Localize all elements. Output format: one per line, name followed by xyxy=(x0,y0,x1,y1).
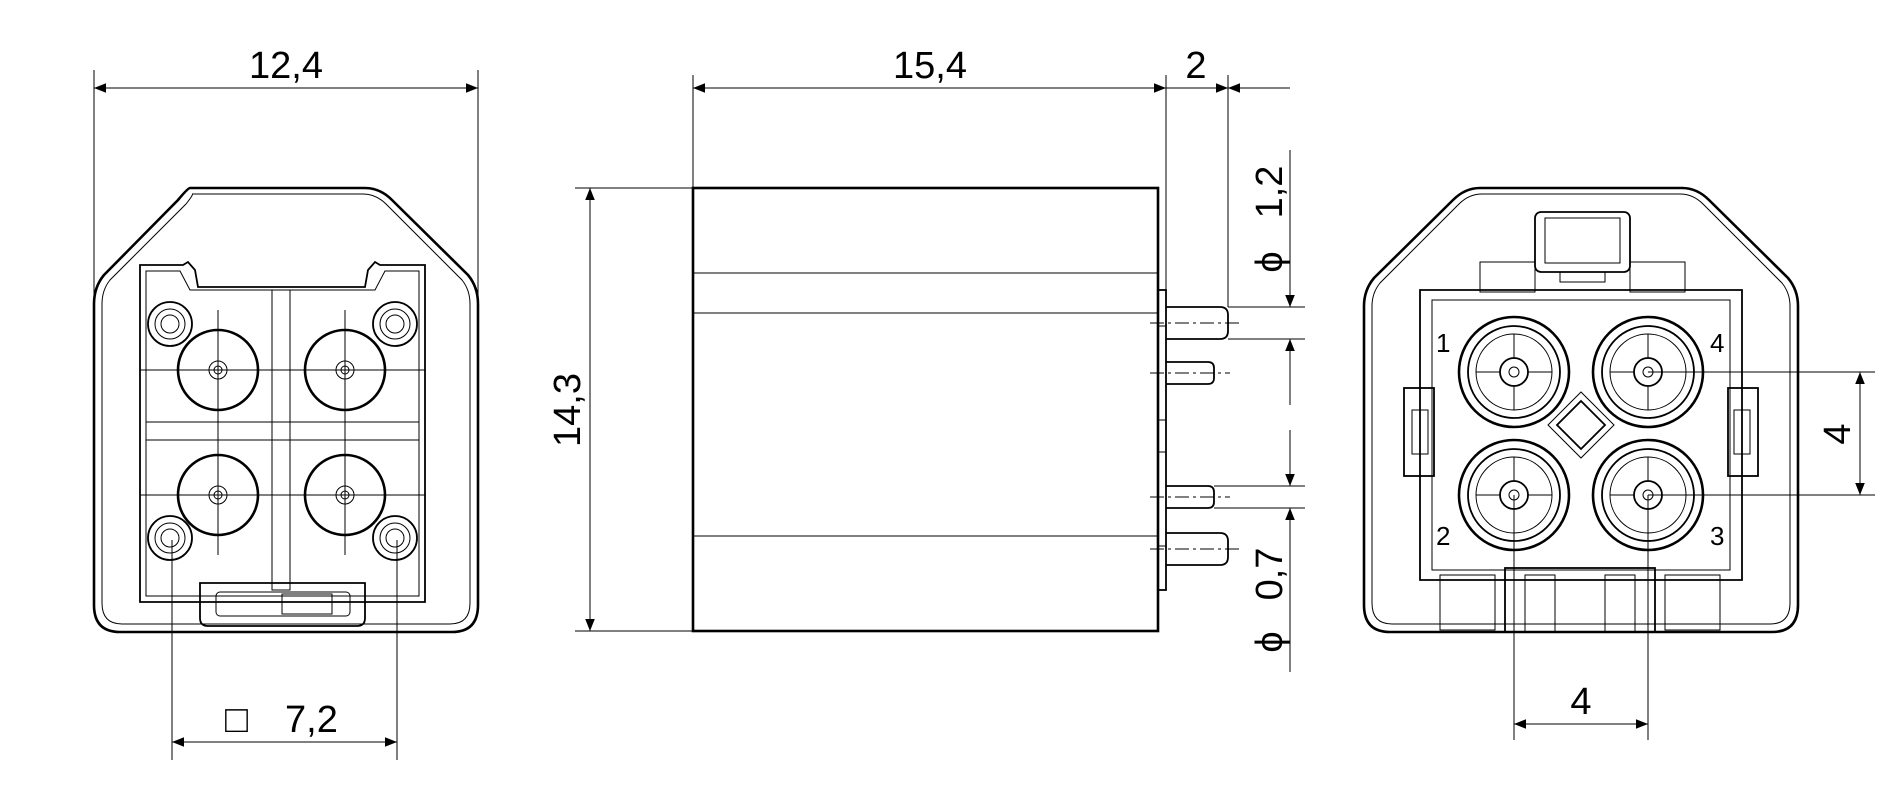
body-height-label: 14,3 xyxy=(547,373,589,447)
dimension-body-height: 14,3 xyxy=(547,187,693,632)
square-symbol: □ xyxy=(225,699,248,741)
dimension-body-length: 15,4 xyxy=(692,45,1167,290)
rear-view: 1 2 3 4 4 4 xyxy=(1362,186,1875,740)
front-mounting-holes xyxy=(147,301,418,561)
dimension-pin-diameter-large: ϕ 1,2 xyxy=(1228,150,1305,405)
rear-pitch-horizontal-label: 4 xyxy=(1570,681,1591,723)
pin-label-3: 3 xyxy=(1710,521,1724,551)
pin-label-2: 2 xyxy=(1436,521,1450,551)
side-rear-flange xyxy=(1157,289,1167,591)
pin-diameter-small-label: 0,7 xyxy=(1249,548,1291,601)
pin-length-label: 2 xyxy=(1185,45,1206,87)
front-contacts xyxy=(176,328,387,537)
rear-inner-frame xyxy=(1419,289,1743,581)
side-view: 15,4 2 14,3 ϕ 1,2 xyxy=(547,45,1305,672)
rear-right-clip xyxy=(1727,387,1759,477)
square-pitch-label: 7,2 xyxy=(285,699,338,741)
rear-key-diamond xyxy=(1555,399,1607,451)
dimension-square-pitch: □ 7,2 xyxy=(171,540,398,760)
front-latch xyxy=(199,582,366,627)
dimension-rear-pitch-horizontal: 4 xyxy=(1513,495,1649,740)
rear-contacts xyxy=(1457,315,1705,552)
side-pins xyxy=(1150,306,1240,566)
front-insert-outline xyxy=(139,260,426,603)
pin-diameter-large-label: 1,2 xyxy=(1249,166,1291,219)
pin-label-1: 1 xyxy=(1436,328,1450,358)
dimension-pin-diameter-small: 0,7 ϕ xyxy=(1214,430,1305,672)
rear-pitch-vertical-label: 4 xyxy=(1817,423,1859,444)
pin-label-4: 4 xyxy=(1710,328,1724,358)
front-housing-outline xyxy=(92,186,480,634)
body-length-label: 15,4 xyxy=(893,45,967,87)
front-view: 12,4 □ 7,2 xyxy=(92,45,480,760)
rear-housing-outline xyxy=(1362,186,1800,634)
pin-diameter-large-symbol: ϕ xyxy=(1249,251,1291,272)
dimension-front-width: 12,4 xyxy=(93,45,479,300)
rear-left-clip xyxy=(1403,387,1435,477)
side-body-outline xyxy=(691,186,1160,633)
dimension-pin-length: 2 xyxy=(1166,45,1290,307)
dimension-rear-pitch-vertical: 4 xyxy=(1648,371,1875,496)
front-width-label: 12,4 xyxy=(249,45,323,87)
pin-diameter-small-symbol: ϕ xyxy=(1249,631,1291,652)
